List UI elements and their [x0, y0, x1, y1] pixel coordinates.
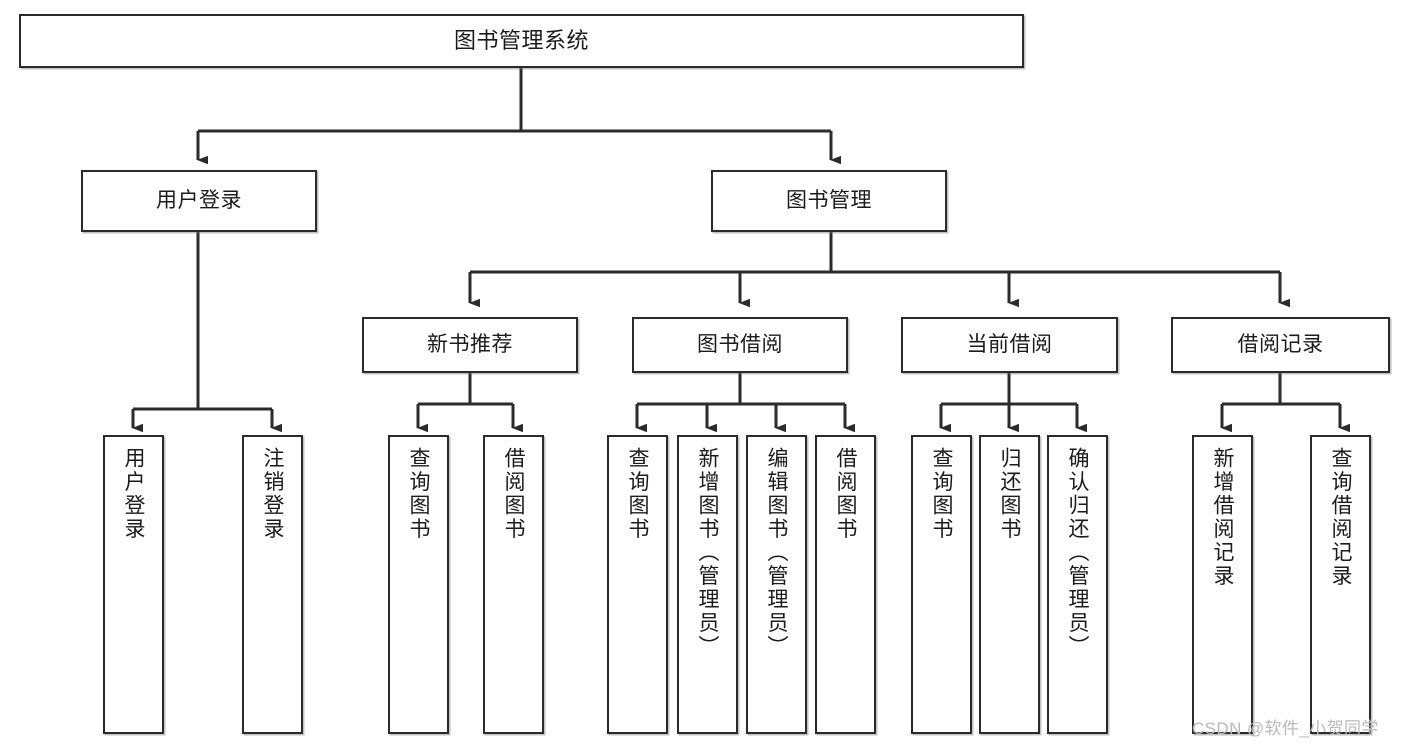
node-leaf-return-book[interactable]: 归还图书: [979, 435, 1040, 734]
node-leaf-user-login[interactable]: 用户登录: [103, 435, 164, 734]
node-leaf-query-book-2[interactable]: 查询图书: [607, 435, 668, 734]
node-borrow-record[interactable]: 借阅记录: [1171, 317, 1390, 373]
node-leaf-borrow-book-1[interactable]: 借阅图书: [483, 435, 544, 734]
node-book-manage[interactable]: 图书管理: [711, 170, 947, 232]
node-leaf-query-book-3-label: 查询图书: [930, 447, 953, 541]
node-leaf-borrow-book-2-label: 借阅图书: [834, 447, 857, 541]
csdn-watermark: CSDN @软件_小贺同学: [1192, 719, 1379, 738]
node-root[interactable]: 图书管理系统: [19, 14, 1024, 68]
node-leaf-logout-login-label: 注销登录: [261, 447, 284, 541]
node-book-manage-label: 图书管理: [786, 189, 872, 213]
node-leaf-add-book[interactable]: 新增图书（管理员）: [677, 435, 738, 734]
node-leaf-confirm-return-label: 确认归还（管理员）: [1066, 447, 1089, 659]
node-leaf-query-book-2-label: 查询图书: [626, 447, 649, 541]
node-leaf-edit-book[interactable]: 编辑图书（管理员）: [746, 435, 807, 734]
node-new-book-recommend[interactable]: 新书推荐: [362, 317, 578, 373]
node-current-borrow[interactable]: 当前借阅: [901, 317, 1118, 373]
node-leaf-query-record-label: 查询借阅记录: [1329, 447, 1352, 588]
node-leaf-query-record[interactable]: 查询借阅记录: [1310, 435, 1371, 734]
node-leaf-borrow-book-2[interactable]: 借阅图书: [815, 435, 876, 734]
node-leaf-user-login-label: 用户登录: [122, 447, 145, 541]
node-book-borrow[interactable]: 图书借阅: [632, 317, 848, 373]
node-leaf-query-book-1-label: 查询图书: [407, 447, 430, 541]
node-leaf-logout-login[interactable]: 注销登录: [242, 435, 303, 734]
node-leaf-query-book-1[interactable]: 查询图书: [388, 435, 449, 734]
node-user-login[interactable]: 用户登录: [81, 170, 317, 232]
node-root-label: 图书管理系统: [453, 27, 589, 53]
node-leaf-add-book-label: 新增图书（管理员）: [696, 447, 719, 659]
node-user-login-label: 用户登录: [156, 189, 242, 213]
node-book-borrow-label: 图书借阅: [697, 333, 783, 357]
node-leaf-borrow-book-1-label: 借阅图书: [502, 447, 525, 541]
node-leaf-add-record[interactable]: 新增借阅记录: [1192, 435, 1253, 734]
node-leaf-return-book-label: 归还图书: [998, 447, 1021, 541]
node-borrow-record-label: 借阅记录: [1237, 333, 1324, 357]
node-leaf-confirm-return[interactable]: 确认归还（管理员）: [1047, 435, 1108, 734]
node-new-book-recommend-label: 新书推荐: [427, 333, 513, 357]
node-leaf-query-book-3[interactable]: 查询图书: [911, 435, 972, 734]
node-leaf-add-record-label: 新增借阅记录: [1211, 447, 1234, 588]
node-current-borrow-label: 当前借阅: [966, 333, 1053, 357]
node-leaf-edit-book-label: 编辑图书（管理员）: [765, 447, 788, 659]
